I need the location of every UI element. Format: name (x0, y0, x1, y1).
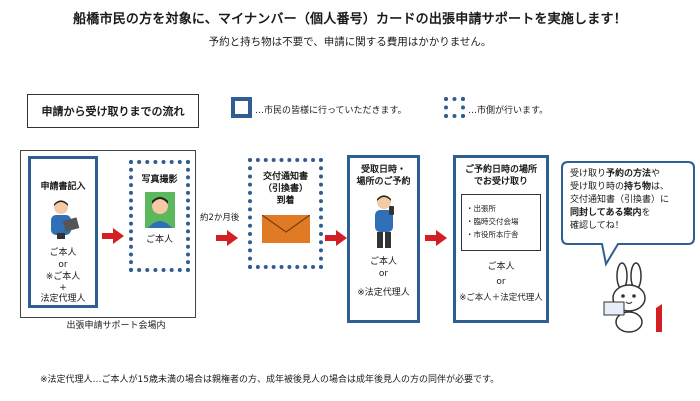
legend-dotted-swatch (444, 97, 465, 118)
speech-bubble-text: 受け取り予約の方法や 受け取り時の持ち物は、 交付通知書（引換書）に 同封してあ… (570, 168, 692, 233)
arrow-3-icon (325, 230, 347, 246)
step4-line1: 受取日時・ (360, 165, 406, 175)
bubble-text-bold: 同封してある案内 (570, 208, 642, 219)
pickup-location-item: ・市役所本庁舎 (466, 229, 519, 239)
step1-or: or (58, 260, 68, 271)
speech-bubble-shape (561, 161, 695, 267)
footnote: ※法定代理人…ご本人が15歳未満の場合は親権者の方、成年被後見人の場合は成年後見… (40, 375, 500, 385)
bubble-text: を (641, 208, 651, 219)
mascot-icon (603, 262, 662, 333)
arrow-2-icon (216, 230, 238, 246)
step3-line1: 交付通知書 (262, 172, 308, 182)
bubble-text: 交付通知書（引換書）に (570, 195, 670, 206)
envelope-icon (261, 215, 310, 244)
arrow-1-icon (102, 228, 124, 244)
step4-who2: ※法定代理人 (357, 287, 410, 298)
step5-or: or (496, 276, 506, 287)
legend-solid-swatch (231, 97, 252, 118)
step-notice-arrival: 交付通知書 （引換書） 到着 (248, 158, 323, 269)
bubble-text: は、 (651, 182, 670, 193)
person-writing-icon (51, 200, 80, 240)
step4-or: or (378, 269, 389, 280)
bubble-text: 受け取り (570, 169, 607, 179)
step3-line2: （引換書） (262, 184, 308, 195)
interval-label: 約2か月後 (200, 213, 240, 223)
page-title: 船橋市民の方を対象に、マイナンバー（個人番号）カードの出張申請サポートを実施しま… (73, 12, 627, 27)
bubble-text: 受け取り時の (570, 182, 625, 193)
bubble-text: 確認してね！ (570, 221, 624, 232)
page-subtitle: 予約と持ち物は不要で、申請に関する費用はかかりません。 (208, 36, 492, 48)
pickup-location-item: ・臨時交付会場 (466, 217, 519, 227)
legend-dotted-text: …市側が行います。 (468, 106, 549, 116)
step4-line2: 場所のご予約 (356, 177, 411, 188)
step1-who2: ※ご本人 (45, 272, 81, 283)
flow-label: 申請から受け取りまでの流れ (27, 94, 199, 128)
step2-who: ご本人 (145, 235, 173, 246)
step1-who1: ご本人 (49, 248, 77, 259)
step1-plus: + (59, 282, 67, 293)
venue-label: 出張申請サポート会場内 (56, 318, 176, 331)
step3-line3: 到着 (276, 196, 295, 207)
step-application-form: 申請書記入 ご本人 or ※ご本人 + 法定代理人 (28, 156, 98, 308)
step2-title: 写真撮影 (141, 175, 178, 185)
pickup-locations-box: ・出張所 ・臨時交付会場 ・市役所本庁舎 (461, 194, 541, 251)
step5-who2: ※ご本人＋法定代理人 (459, 292, 543, 303)
step5-line1: ご予約日時の場所 (464, 165, 537, 175)
step-card-pickup: ご予約日時の場所 でお受け取り ・出張所 ・臨時交付会場 ・市役所本庁舎 ご本人… (453, 155, 549, 323)
step1-who3: 法定代理人 (40, 294, 86, 305)
step1-title: 申請書記入 (40, 182, 86, 192)
bubble-text: や (651, 169, 661, 179)
legend-solid-text: …市民の皆様に行っていただきます。 (255, 106, 407, 116)
person-phone-icon (374, 195, 394, 249)
step5-who1: ご本人 (487, 261, 515, 272)
pickup-location-item: ・出張所 (466, 204, 496, 214)
bubble-text-bold: 予約の方法 (606, 169, 652, 179)
arrow-4-icon (425, 230, 447, 246)
bubble-text-bold: 持ち物 (624, 182, 652, 193)
id-photo-icon (144, 192, 175, 229)
step-pickup-reservation: 受取日時・ 場所のご予約 ご本人 or ※法定代理人 (347, 155, 420, 323)
step-photo: 写真撮影 ご本人 (129, 160, 190, 272)
step5-line2: でお受け取り (473, 177, 528, 188)
step4-who1: ご本人 (369, 257, 397, 268)
